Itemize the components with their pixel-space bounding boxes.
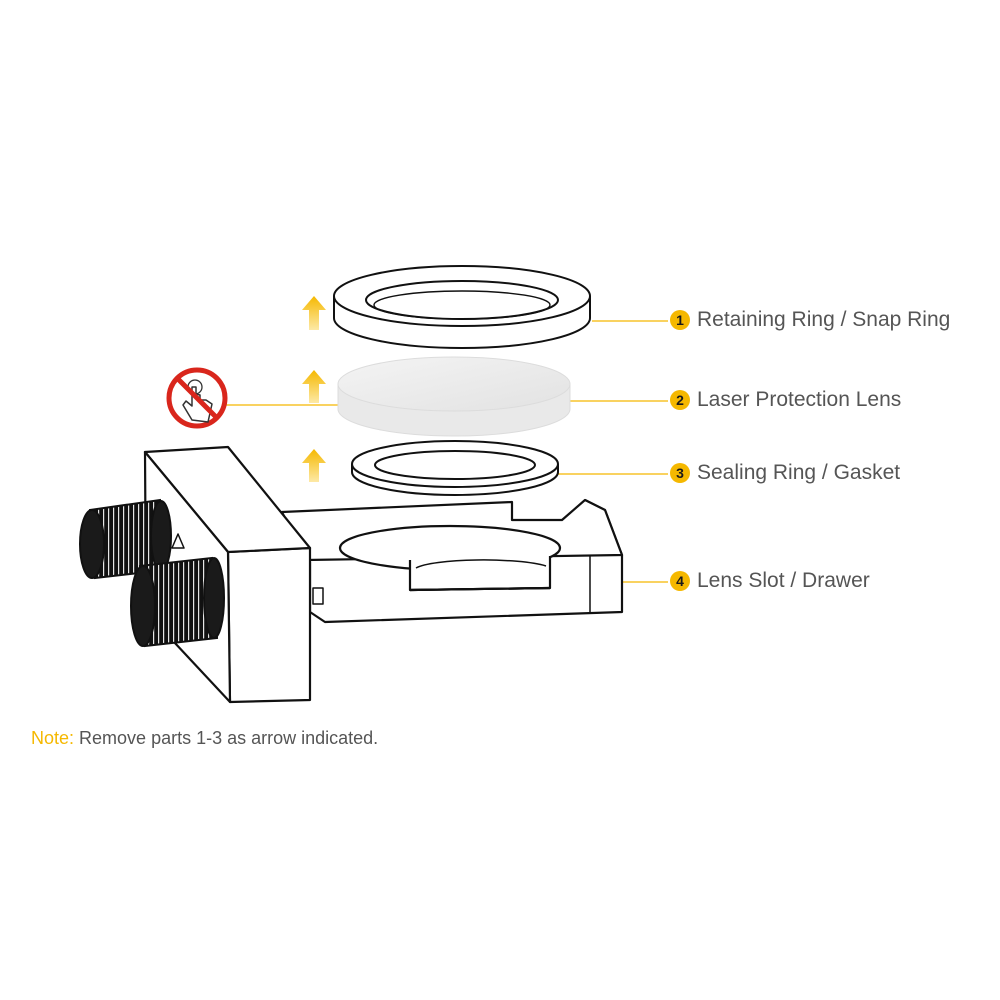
callout-protection-lens: 2 Laser Protection Lens	[670, 388, 901, 412]
callout-label: Retaining Ring / Snap Ring	[697, 308, 951, 331]
callout-number-badge: 2	[670, 390, 690, 410]
knurled-knob-icon	[130, 556, 225, 648]
callout-sealing-ring: 3 Sealing Ring / Gasket	[670, 461, 900, 485]
up-arrow-icon	[302, 296, 326, 330]
callout-lens-slot: 4 Lens Slot / Drawer	[670, 569, 870, 593]
knurled-knob-icon	[79, 498, 172, 580]
callout-number-badge: 1	[670, 310, 690, 330]
up-arrow-icon	[302, 449, 326, 482]
instruction-note: Note: Remove parts 1-3 as arrow indicate…	[31, 728, 378, 749]
callout-label: Sealing Ring / Gasket	[697, 461, 901, 484]
no-touch-icon	[166, 367, 228, 429]
callout-label: Lens Slot / Drawer	[697, 569, 870, 592]
retaining-ring	[333, 265, 591, 349]
note-text: Remove parts 1-3 as arrow indicated.	[79, 728, 379, 748]
callout-retaining-ring: 1 Retaining Ring / Snap Ring	[670, 308, 950, 332]
protection-lens	[337, 356, 571, 437]
callout-label: Laser Protection Lens	[697, 388, 902, 411]
up-arrow-icon	[302, 370, 326, 403]
callout-number-badge: 4	[670, 571, 690, 591]
sealing-ring	[351, 440, 559, 496]
callout-number-badge: 3	[670, 463, 690, 483]
note-prefix: Note:	[31, 728, 75, 748]
